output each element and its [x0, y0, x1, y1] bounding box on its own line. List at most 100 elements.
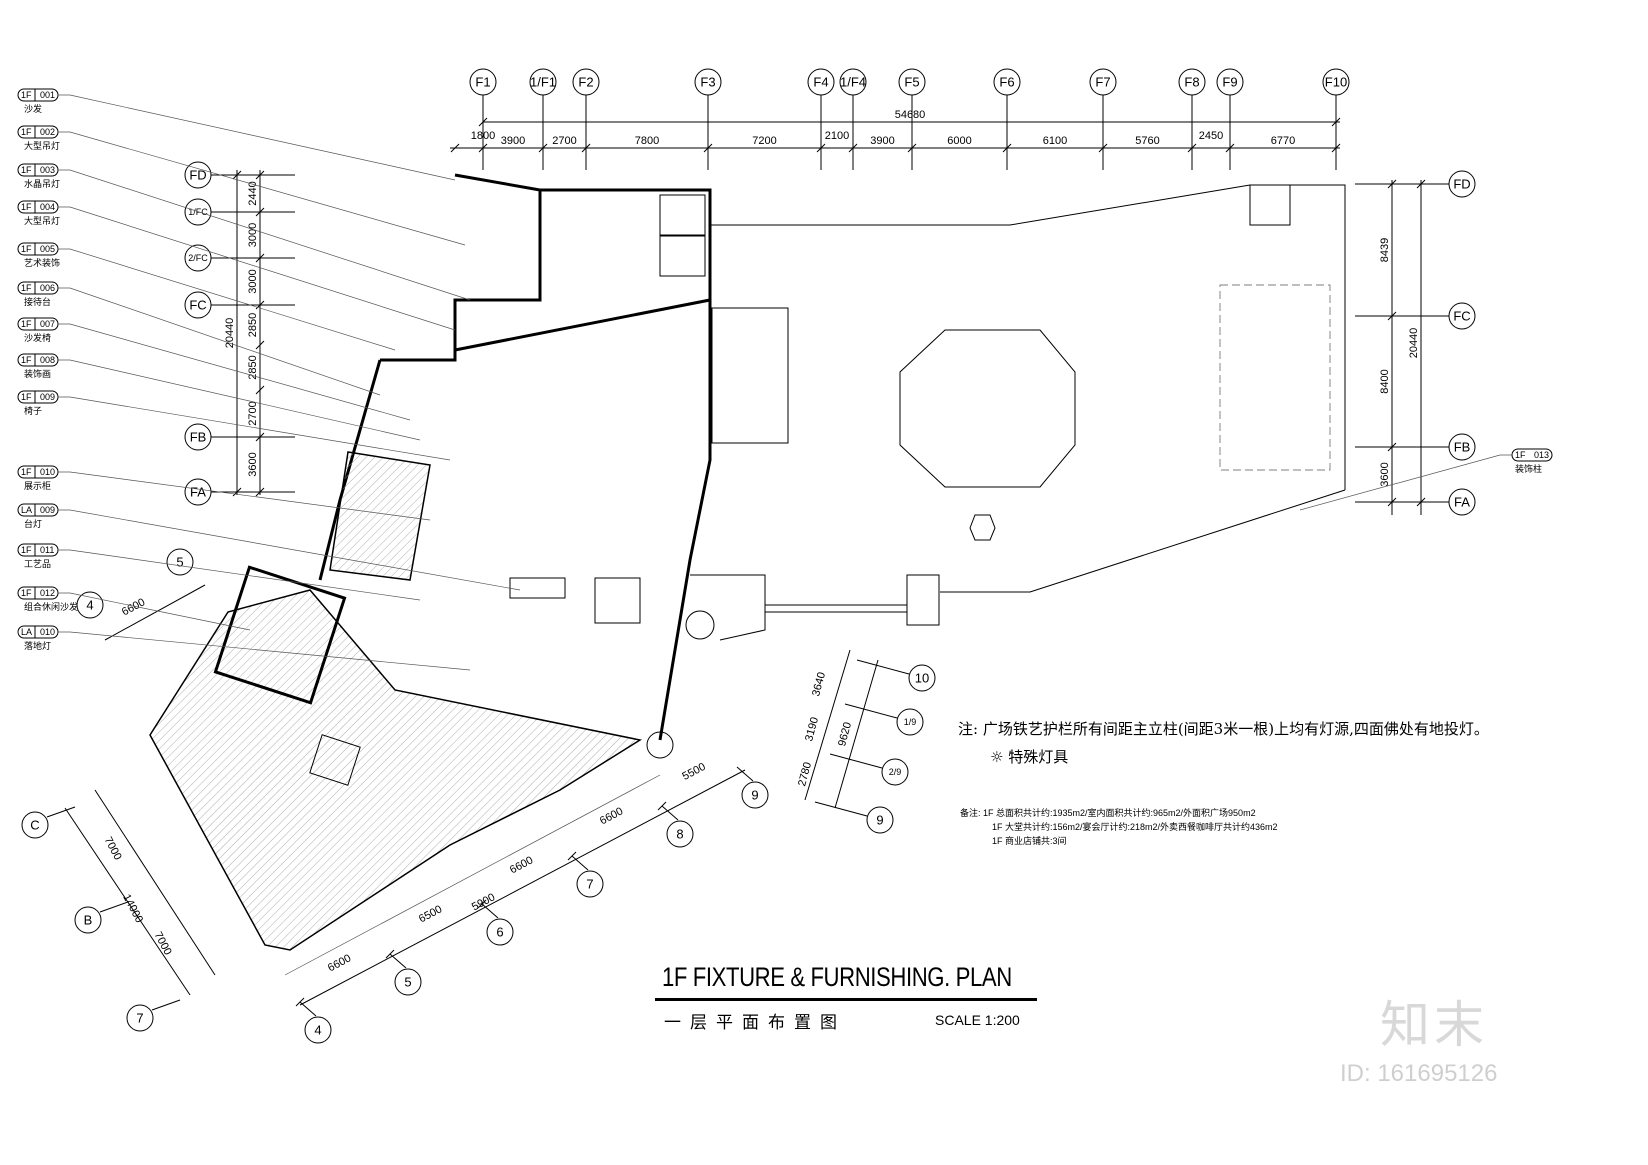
- leader-line: [58, 549, 421, 601]
- leader-line: [58, 592, 251, 631]
- tag-category: 1F: [21, 545, 32, 555]
- tag-code: 007: [40, 319, 55, 329]
- dimension-value: 9620: [836, 721, 854, 748]
- dimension-value: 2700: [247, 401, 259, 425]
- tag-label: 装饰柱: [1515, 463, 1542, 474]
- tag-category: 1F: [21, 127, 32, 137]
- dimension-tick: [1387, 442, 1397, 452]
- tag-code: 001: [40, 90, 55, 100]
- tag-code: 002: [40, 127, 55, 137]
- tag-code: 003: [40, 165, 55, 175]
- dimension-value: 6600: [120, 596, 147, 618]
- dimension-tick: [478, 117, 488, 127]
- leader-line: [58, 359, 421, 441]
- dimension-value: 3000: [247, 223, 259, 247]
- axis-label: 1/F1: [530, 75, 556, 90]
- tag-label: 台灯: [24, 518, 42, 529]
- dimension-value: 2850: [247, 355, 259, 379]
- dimension-value: 3000: [247, 269, 259, 293]
- title-underline: [655, 998, 1037, 1001]
- tag-label: 展示柜: [24, 480, 51, 491]
- axis-label: 7: [136, 1011, 143, 1026]
- tag-category: 1F: [21, 588, 32, 598]
- axis-bubble: [486, 918, 514, 946]
- legend-label: 特殊灯具: [1008, 748, 1069, 766]
- dimension-line: [46, 806, 76, 818]
- tag-code: 009: [40, 392, 55, 402]
- axis-label: 4: [314, 1023, 321, 1038]
- tag-code: 005: [40, 244, 55, 254]
- dimension-value: 20440: [1408, 328, 1420, 359]
- dimension-value: 2780: [796, 761, 814, 788]
- axis-label: 9: [751, 788, 758, 803]
- axis-bubble: [896, 708, 924, 736]
- leader-line: [58, 396, 451, 461]
- tag-label: 水晶吊灯: [24, 178, 60, 189]
- axis-label: F9: [1222, 75, 1237, 90]
- leader-line: [58, 631, 471, 671]
- axis-label: F2: [578, 75, 593, 90]
- dimension-tick: [295, 997, 305, 1007]
- dimension-line: [834, 659, 879, 809]
- tag-category: 1F: [21, 90, 32, 100]
- axis-label: 5: [404, 975, 411, 990]
- tag-code: 010: [40, 467, 55, 477]
- leader-line: [58, 248, 396, 351]
- tag-label: 大型吊灯: [24, 215, 60, 226]
- dimension-tick: [1331, 117, 1341, 127]
- tag-code: 008: [40, 355, 55, 365]
- leader-line: [58, 206, 456, 331]
- tag-label: 大型吊灯: [24, 140, 60, 151]
- axis-label: F7: [1095, 75, 1110, 90]
- dimension-line: [481, 903, 499, 919]
- dimension-line: [856, 659, 910, 675]
- dimension-tick: [1387, 311, 1397, 321]
- axis-label: B: [84, 913, 93, 928]
- legend-special-lamp: ☼ 特殊灯具: [990, 746, 1068, 767]
- dimension-line: [736, 766, 754, 782]
- axis-label: 2/9: [889, 767, 902, 777]
- dimension-tick: [1187, 143, 1197, 153]
- axis-bubble: [741, 781, 769, 809]
- tag-code: 012: [40, 588, 55, 598]
- dimension-value: 6100: [1043, 135, 1067, 147]
- axis-label: FA: [1454, 495, 1470, 510]
- note-text: 注: 广场铁艺护栏所有间距主立柱(间距3米一根)上均有灯源,四面佛处有地投灯。: [958, 720, 1489, 738]
- dimension-value: 14000: [120, 892, 145, 925]
- dimension-tick: [1098, 143, 1108, 153]
- dimension-line: [151, 999, 181, 1011]
- dimension-tick: [1387, 179, 1397, 189]
- axis-label: FA: [190, 485, 206, 500]
- tag-category: 1F: [21, 165, 32, 175]
- axis-label: F5: [904, 75, 919, 90]
- dimension-value: 2700: [552, 135, 576, 147]
- dimension-tick: [232, 487, 242, 497]
- dimension-tick: [1387, 497, 1397, 507]
- watermark-logo: 知末: [1380, 996, 1488, 1054]
- axis-label: 10: [915, 671, 929, 686]
- leader-line: [58, 287, 381, 396]
- dimension-line: [829, 753, 883, 769]
- tag-label: 沙发椅: [24, 332, 51, 343]
- axis-label: FD: [1453, 177, 1470, 192]
- dimension-value: 7200: [752, 135, 776, 147]
- dimension-value: 3640: [810, 671, 828, 698]
- dimension-tick: [567, 851, 577, 861]
- dimension-value: 6600: [508, 854, 535, 876]
- dimension-tick: [907, 143, 917, 153]
- tag-category: 1F: [21, 283, 32, 293]
- dimension-value: 7000: [152, 930, 174, 957]
- dimension-tick: [848, 143, 858, 153]
- dimension-value: 3600: [247, 452, 259, 476]
- axis-label: F4: [813, 75, 828, 90]
- tag-label: 接待台: [24, 296, 51, 307]
- remark-line: 1F 商业店铺共:3间: [992, 836, 1067, 846]
- tag-category: 1F: [1515, 450, 1526, 460]
- tag-category: LA: [21, 627, 32, 637]
- dimension-value: 6600: [326, 952, 353, 974]
- axis-label: FD: [189, 168, 206, 183]
- axis-bubble: [576, 870, 604, 898]
- tag-category: LA: [21, 505, 32, 515]
- dimension-value: 3600: [1379, 462, 1391, 486]
